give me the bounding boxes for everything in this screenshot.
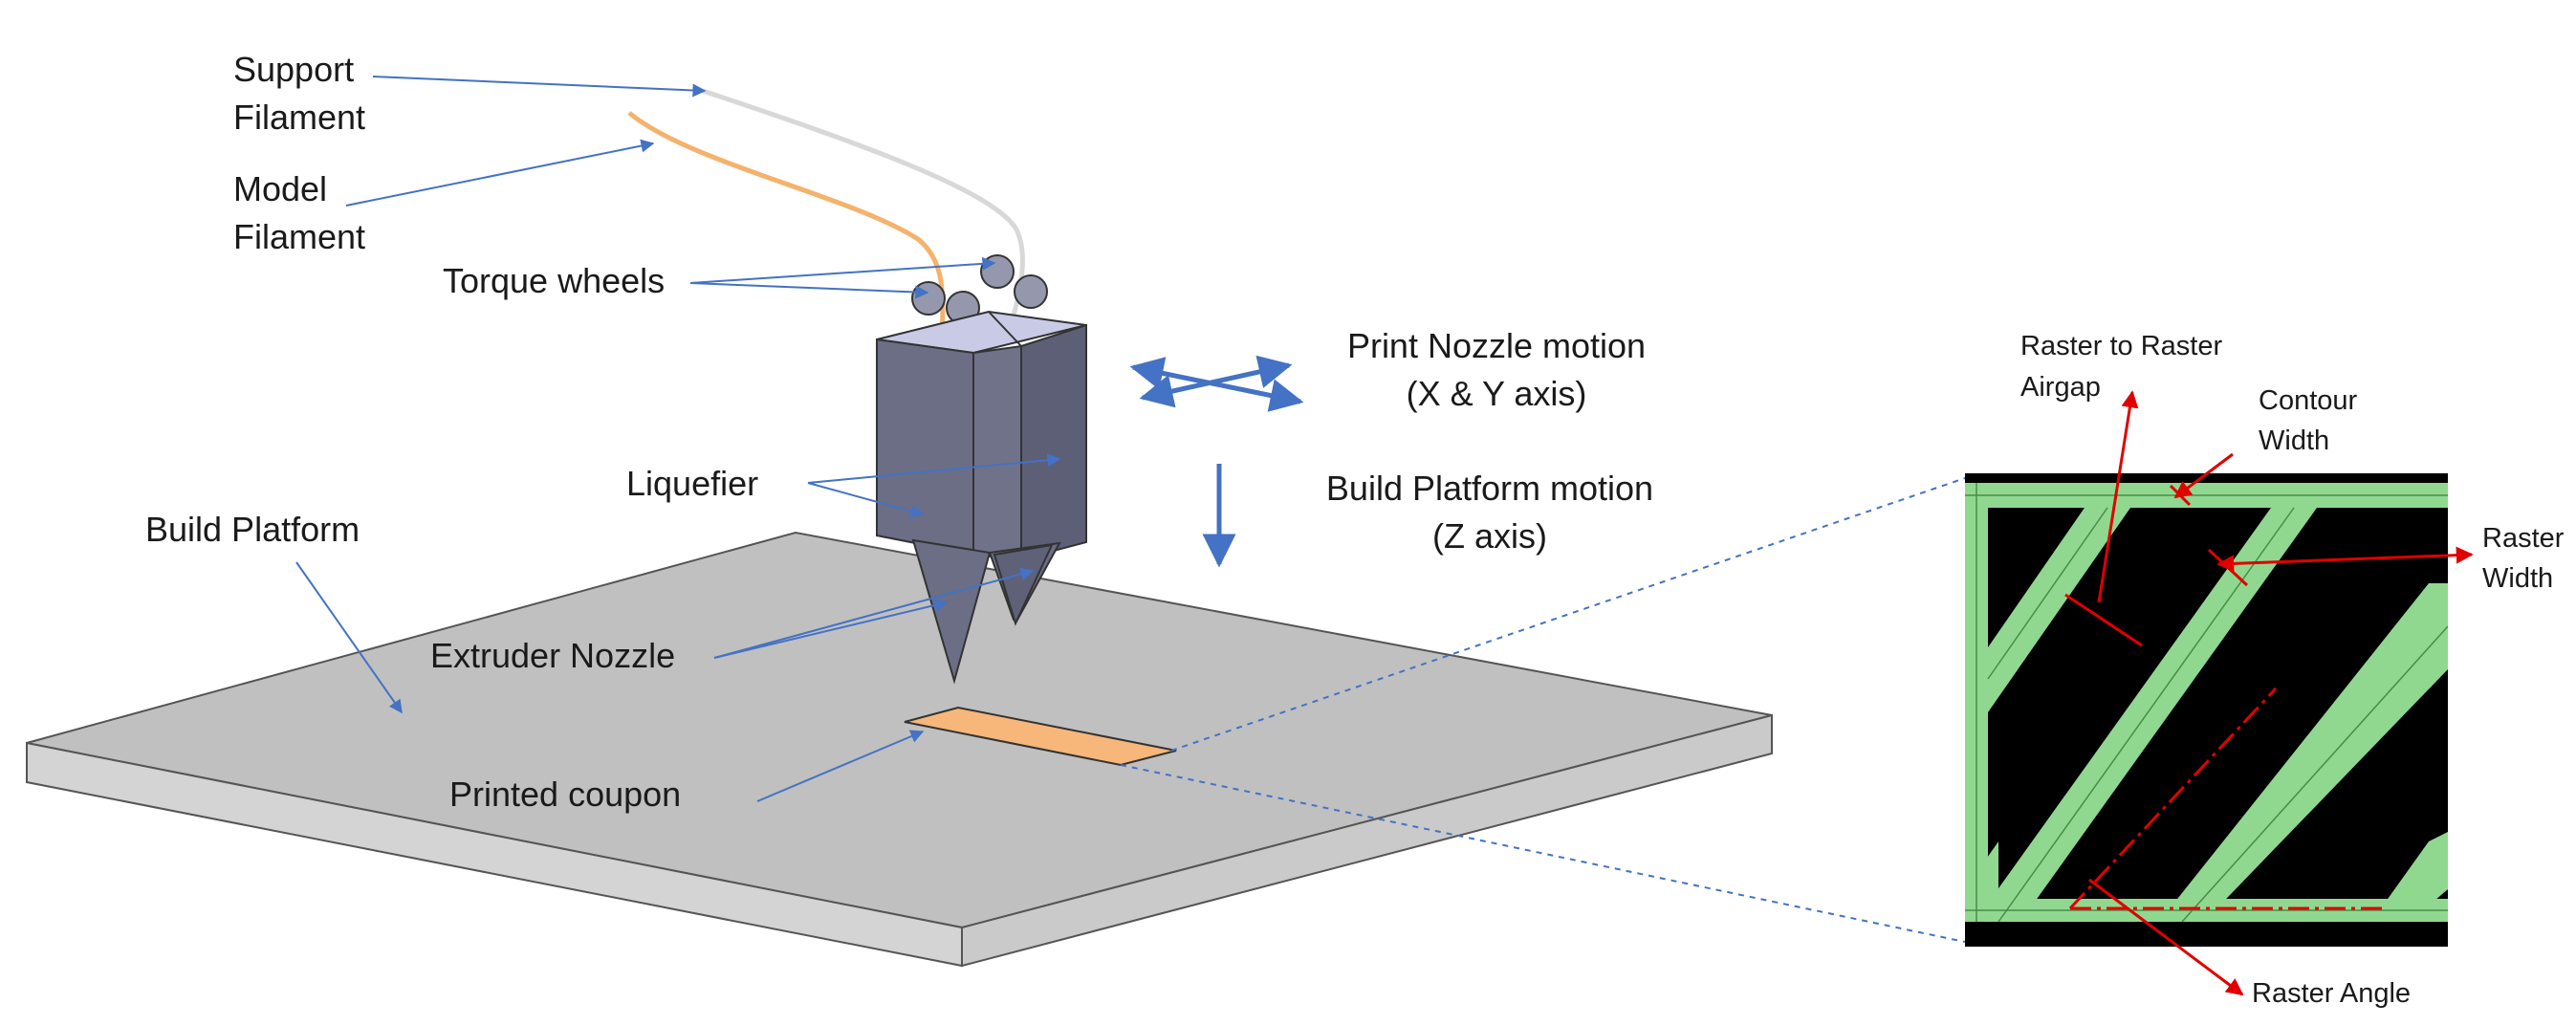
- nozzle-right-tip: [993, 543, 1054, 626]
- leader-liquefier-2: [807, 482, 925, 518]
- liquefier-label: Liquefier: [626, 464, 758, 503]
- road-seam: [1987, 507, 2108, 680]
- airgap-label-2: Airgap: [2020, 372, 2101, 403]
- liquefier-front: [876, 338, 974, 557]
- platform-top: [26, 531, 1773, 929]
- liquefier-front-2: [972, 344, 1022, 561]
- raster-angle-line-1: [2068, 687, 2278, 910]
- build-platform-label: Build Platform: [145, 510, 360, 549]
- raster-width-label: Raster: [2482, 523, 2565, 554]
- nozzle-motion-axis-label: (X & Y axis): [1407, 374, 1587, 413]
- liquefier: [876, 310, 1087, 561]
- model-filament-label: Model: [233, 169, 327, 208]
- platform-motion-axis-label: (Z axis): [1432, 516, 1547, 556]
- airgap-arrow: [2097, 390, 2139, 603]
- leader-torque-1: [689, 256, 996, 284]
- model-filament: [627, 111, 946, 336]
- build-platform: [26, 531, 1773, 968]
- raster-angle-marker: [2068, 687, 2383, 910]
- raster-road-3: [2159, 583, 2448, 922]
- platform-right-side: [961, 713, 1773, 968]
- raster-detail-inset: [1965, 473, 2448, 947]
- liquefier-side: [1020, 323, 1087, 561]
- liquefier-divider: [988, 311, 1022, 347]
- leader-nozzle-1: [713, 567, 1035, 659]
- model-filament-label-2: Filament: [233, 217, 365, 256]
- raster-road-4: [2371, 832, 2448, 922]
- leader-coupon: [756, 730, 925, 802]
- raster-width-label-2: Width: [2482, 563, 2553, 594]
- extruder-nozzle-label: Extruder Nozzle: [430, 636, 675, 675]
- road-seam: [2181, 625, 2448, 923]
- leader-platform: [295, 561, 403, 714]
- airgap-tick: [2064, 593, 2143, 647]
- leader-support: [372, 76, 707, 98]
- torque-wheel-icon: [911, 281, 946, 316]
- contour-width-label-2: Width: [2259, 426, 2329, 456]
- torque-wheels-label: Torque wheels: [443, 261, 665, 300]
- raster-width-tick: [2207, 548, 2249, 587]
- nozzle-motion-label: Print Nozzle motion: [1347, 326, 1646, 365]
- printed-coupon-label: Printed coupon: [449, 775, 681, 814]
- raster-angle-arrow: [2088, 878, 2244, 996]
- platform-motion-label: Build Platform motion: [1326, 469, 1653, 508]
- inset-border-bottom: [1965, 922, 2448, 947]
- inset-border-top: [1965, 473, 2448, 483]
- zoom-line-top: [1170, 477, 1966, 752]
- printed-coupon: [904, 706, 1177, 767]
- torque-wheel-icon: [1014, 274, 1048, 309]
- road-seam: [1997, 507, 2295, 923]
- contour-width-label: Contour: [2259, 385, 2358, 416]
- leader-torque-2: [689, 282, 929, 299]
- red-annotations: [2064, 390, 2474, 996]
- support-filament-label: Support: [233, 50, 354, 89]
- leader-lines: [295, 76, 1061, 802]
- leader-nozzle-2: [713, 599, 949, 659]
- airgap-label: Raster to Raster: [2020, 331, 2222, 361]
- torque-wheel-icon: [980, 254, 1015, 289]
- raster-road-5: [1965, 841, 1998, 922]
- leader-liquefier-1: [807, 453, 1061, 484]
- raster-width-arrow: [2216, 546, 2474, 573]
- raster-pattern: [1965, 483, 2448, 923]
- contour-arrow: [2173, 452, 2234, 499]
- raster-angle-label: Raster Angle: [2252, 978, 2411, 1009]
- xy-motion-arrows: [1129, 355, 1304, 412]
- xy-arrow: [1139, 355, 1293, 408]
- raster-road-1: [1988, 508, 2130, 712]
- leader-model: [345, 139, 655, 207]
- contour-tick: [2169, 484, 2192, 507]
- support-filament-label-2: Filament: [233, 98, 365, 137]
- support-filament: [702, 88, 1025, 317]
